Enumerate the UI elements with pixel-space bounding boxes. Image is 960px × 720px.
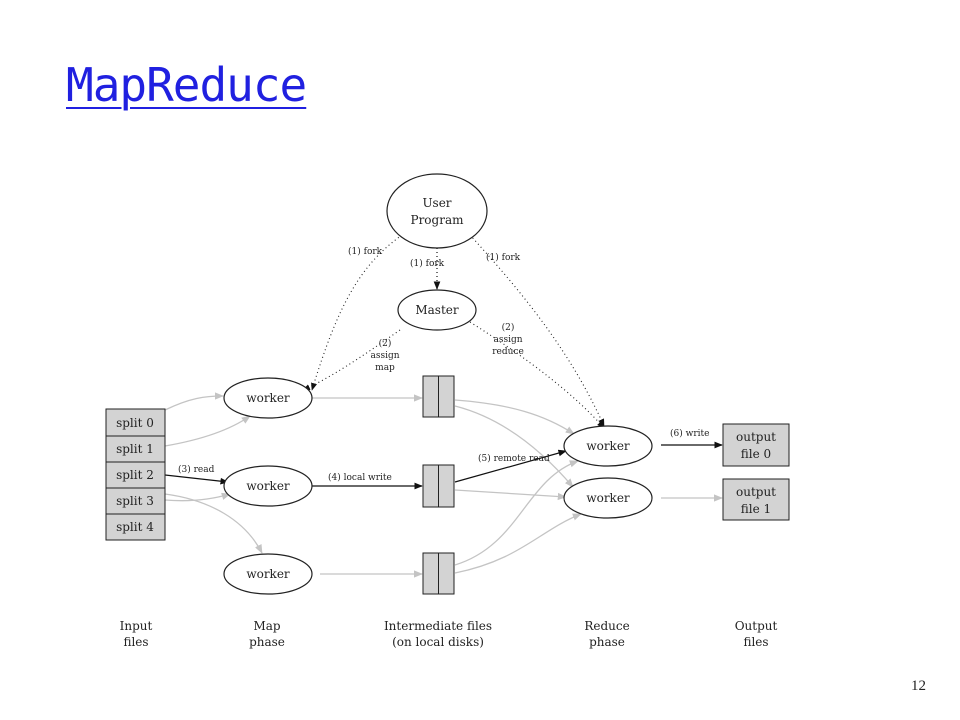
phase-intermediate-1: Intermediate files (384, 619, 492, 633)
phase-reduce-2: phase (589, 635, 625, 649)
output-file-1-label-2: file 1 (741, 502, 771, 516)
phase-map-2: phase (249, 635, 285, 649)
assign-reduce-label-3: reduce (492, 347, 524, 357)
split-1-box (105, 435, 166, 463)
user-program-node (386, 173, 488, 249)
assign-map-label-2: assign (370, 351, 399, 361)
edge-fork-right (469, 234, 605, 427)
reduce-worker-1 (563, 425, 653, 467)
intermediate-file-2 (422, 464, 455, 508)
assign-reduce-label-1: (2) (502, 322, 515, 333)
slide-title: MapReduce (66, 58, 307, 112)
phase-intermediate-2: (on local disks) (392, 635, 484, 649)
user-program-label-2: Program (411, 213, 465, 227)
edge-split0-worker1 (164, 392, 224, 411)
local-write-label: (4) local write (328, 472, 392, 483)
fork-left-label: (1) fork (348, 246, 383, 257)
output-file-1-box (722, 478, 790, 521)
edge-file2-reducer2 (454, 489, 567, 501)
output-file-0-label-2: file 0 (741, 447, 771, 461)
map-worker-3 (223, 553, 313, 595)
assign-map-label-3: map (375, 363, 395, 373)
phase-reduce-1: Reduce (584, 619, 629, 633)
fork-right-label: (1) fork (486, 252, 521, 263)
map-worker-1-label: worker (246, 391, 290, 405)
map-worker-2-label: worker (246, 479, 290, 493)
edge-file3-reducer1 (454, 460, 579, 566)
split-2-box (105, 461, 166, 489)
read-label: (3) read (178, 464, 215, 475)
phase-output-2: files (743, 635, 768, 649)
split-3-box (105, 487, 166, 515)
split-3-label: split 3 (116, 494, 154, 508)
map-worker-1 (223, 377, 313, 419)
user-program-label-1: User (422, 196, 451, 210)
map-worker-3-label: worker (246, 567, 290, 581)
reduce-worker-1-label: worker (586, 439, 630, 453)
edge-assign-reduce (469, 321, 605, 429)
edge-split1-worker1 (164, 415, 251, 447)
edge-fork-left (311, 234, 403, 391)
reduce-worker-2 (563, 477, 653, 519)
split-0-box (105, 408, 166, 437)
phase-input-2: files (123, 635, 148, 649)
intermediate-file-1 (422, 375, 455, 418)
phase-map-1: Map (253, 619, 280, 633)
edge-file3-reducer2 (454, 513, 582, 574)
output-file-0-box (722, 423, 790, 467)
input-splits (105, 408, 166, 541)
split-4-box (105, 513, 166, 541)
assign-map-label-1: (2) (379, 338, 392, 349)
edge-assign-map (302, 329, 401, 391)
map-worker-2 (223, 465, 313, 507)
output-file-0-label-1: output (736, 430, 776, 444)
page-number: 12 (911, 678, 926, 694)
edge-split3-worker2 (164, 492, 231, 502)
master-label: Master (415, 303, 459, 317)
phase-output-1: Output (735, 619, 778, 633)
write-label: (6) write (670, 428, 709, 439)
split-2-label: split 2 (116, 468, 154, 482)
edge-read (164, 474, 229, 485)
output-file-1-label-1: output (736, 485, 776, 499)
intermediate-file-3 (422, 552, 455, 595)
remote-read-label: (5) remote read (478, 453, 550, 464)
edge-file1-reducer2 (454, 405, 574, 488)
master-node (397, 289, 477, 331)
split-1-label: split 1 (116, 442, 154, 456)
reduce-worker-2-label: worker (586, 491, 630, 505)
edge-file1-reducer1 (454, 399, 575, 435)
edge-remote-read (454, 449, 567, 483)
split-0-label: split 0 (116, 416, 154, 430)
fork-mid-label: (1) fork (410, 258, 445, 269)
edge-split4-worker3 (164, 493, 263, 554)
split-4-label: split 4 (116, 520, 154, 534)
phase-input-1: Input (120, 619, 153, 633)
assign-reduce-label-2: assign (493, 335, 522, 345)
